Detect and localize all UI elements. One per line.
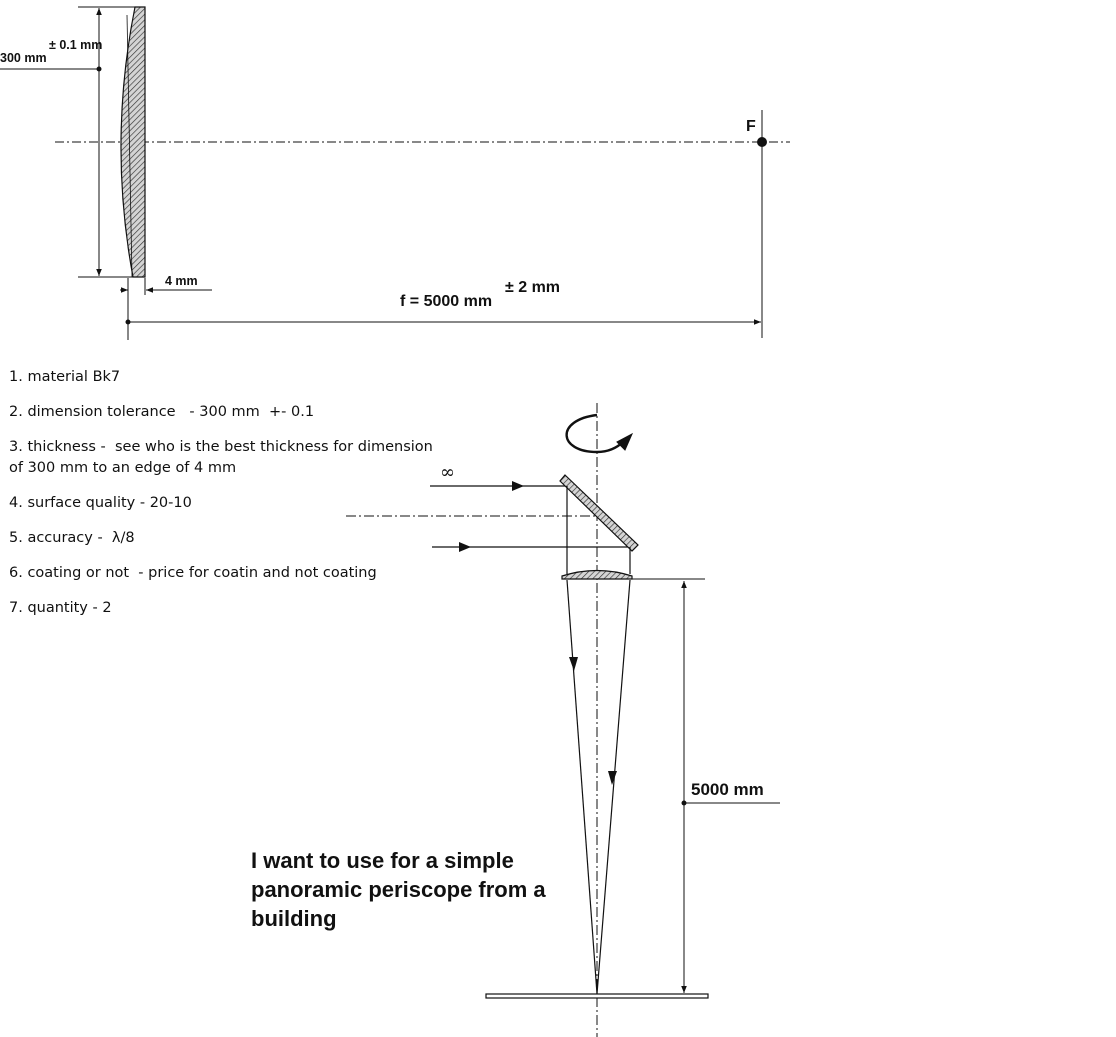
objective-lens: [561, 569, 633, 580]
spec-item: 5. accuracy - λ/8: [9, 530, 135, 546]
spec-item: 7. quantity - 2: [9, 600, 112, 616]
converging-ray-left: [566, 579, 598, 995]
distance-label: 5000 mm: [691, 780, 764, 799]
image-plane: [485, 993, 709, 999]
focal-length-tolerance: ± 2 mm: [505, 279, 560, 296]
spec-item: 2. dimension tolerance - 300 mm +- 0.1: [9, 404, 315, 420]
edge-thickness-label: 4 mm: [165, 274, 198, 288]
spec-item: 1. material Bk7: [9, 369, 121, 385]
periscope-diagram: [346, 403, 780, 1037]
mirror: [559, 474, 639, 552]
diameter-tolerance: ± 0.1 mm: [49, 38, 102, 52]
converging-ray-right: [596, 579, 631, 995]
lens-body: [120, 6, 146, 278]
spec-item: 3. thickness - see who is the best thick…: [9, 439, 433, 476]
infinity-symbol: ∞: [440, 462, 455, 483]
rotation-arrow: [565, 413, 625, 454]
spec-item: 4. surface quality - 20-10: [9, 495, 192, 511]
lens-labels: 300 mm ± 0.1 mm 4 mm F f = 5000 mm ± 2 m…: [0, 38, 756, 310]
usage-note: I want to use for a simple panoramic per…: [251, 848, 546, 931]
focal-length-label: f = 5000 mm: [400, 293, 492, 310]
periscope-labels: ∞ 5000 mm: [440, 462, 764, 799]
focal-point-label: F: [746, 118, 756, 135]
diameter-value: 300 mm: [0, 51, 47, 65]
spec-item: 6. coating or not - price for coatin and…: [9, 565, 377, 581]
lens-drawing: [0, 6, 790, 340]
